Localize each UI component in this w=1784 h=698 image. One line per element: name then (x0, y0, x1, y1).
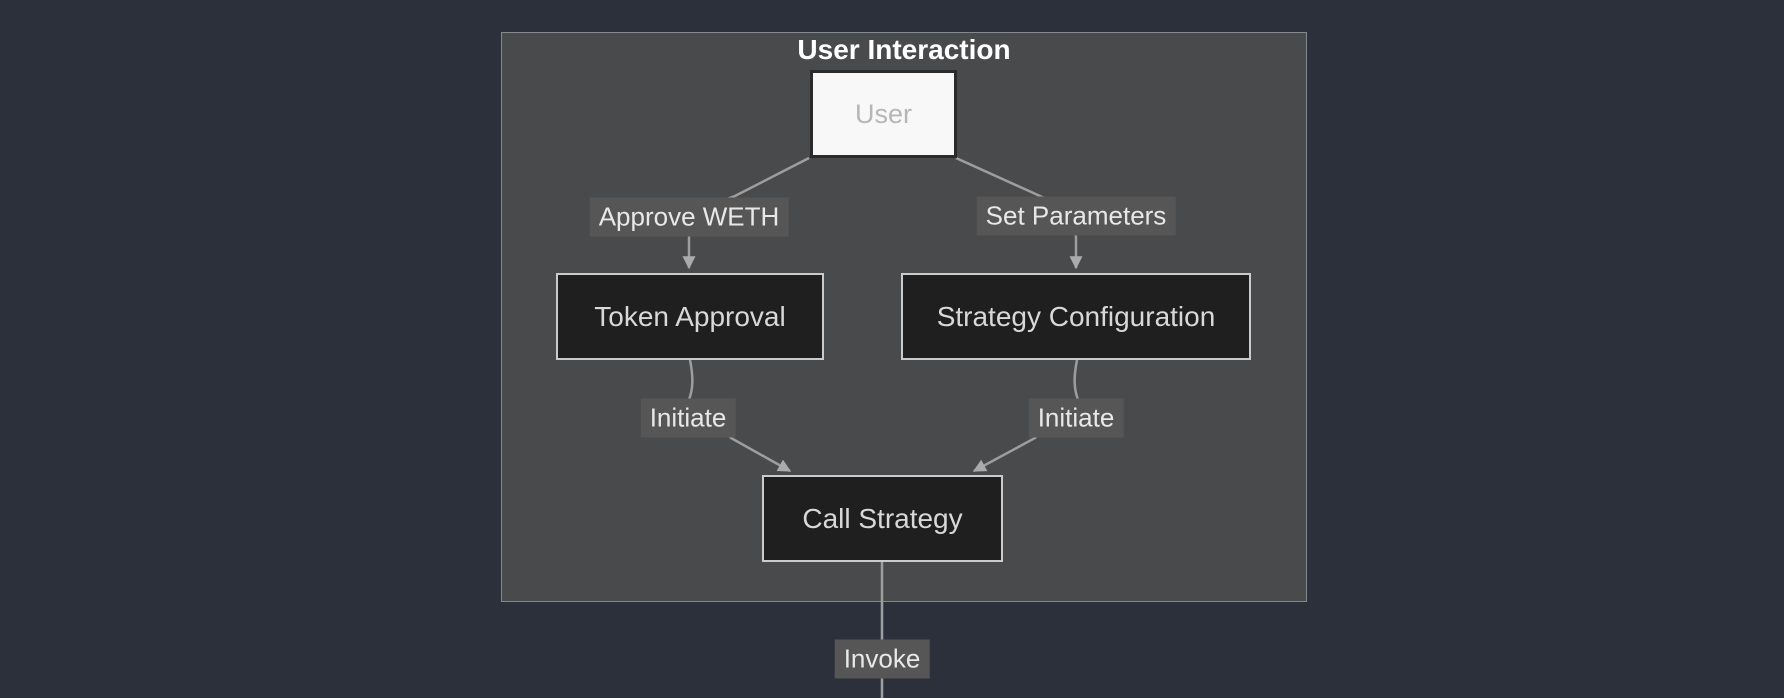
edge-label-initiate-right: Initiate (1028, 398, 1124, 438)
edge-label-invoke: Invoke (834, 639, 930, 679)
node-strategy-configuration: Strategy Configuration (901, 273, 1251, 360)
node-token-approval: Token Approval (556, 273, 824, 360)
node-user: User (810, 70, 957, 158)
edge-label-approve-weth: Approve WETH (589, 197, 789, 237)
edge-label-initiate-left: Initiate (640, 398, 736, 438)
node-call-strategy: Call Strategy (762, 475, 1003, 562)
subgraph-title: User Interaction (797, 34, 1011, 65)
edge-label-set-parameters: Set Parameters (976, 196, 1176, 236)
